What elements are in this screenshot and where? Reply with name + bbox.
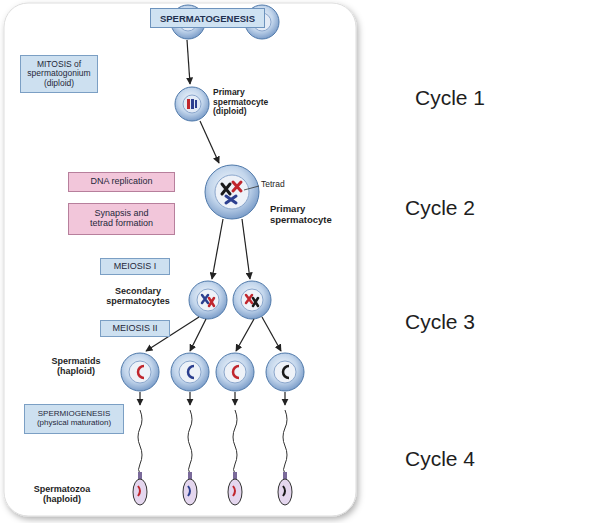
cell-label: Primary spermatocyte (diploid) — [213, 88, 279, 117]
chromosome — [202, 295, 208, 303]
chromosome — [188, 366, 194, 378]
box-text: SPERMIOGENESIS (physical maturation) — [27, 410, 121, 428]
chromosome — [253, 298, 258, 306]
tail — [283, 410, 287, 474]
tail — [188, 410, 192, 474]
secondary-spermatocyte-cell — [189, 281, 227, 319]
nucleus — [179, 361, 201, 383]
sperm-head — [133, 479, 147, 505]
arrow — [212, 219, 223, 279]
arrow — [139, 392, 140, 405]
cycle-label: Cycle 4 — [405, 447, 475, 471]
process-box: MEIOSIS I — [100, 258, 170, 275]
chromosome — [187, 99, 190, 109]
sperm-head — [278, 479, 292, 505]
chromosome — [138, 366, 144, 378]
cell-membrane — [266, 353, 304, 391]
leader-line — [244, 186, 259, 190]
nucleus — [224, 361, 246, 383]
nucleus — [197, 289, 219, 311]
cell-membrane — [233, 281, 271, 319]
box-text: MITOSIS of spermatogonium (diploid) — [23, 60, 95, 88]
cell-label: Tetrad — [261, 180, 285, 190]
chromosome — [138, 486, 140, 496]
chromosome — [222, 184, 230, 194]
cycle-label: Cycle 2 — [405, 196, 475, 220]
nucleus — [129, 361, 151, 383]
tail — [233, 410, 237, 474]
arrow — [236, 319, 254, 351]
tetrad-cell — [205, 165, 259, 219]
process-box: MEIOSIS II — [100, 320, 170, 337]
cell-label: Secondary spermatocytes — [98, 286, 178, 306]
cell-membrane — [189, 281, 227, 319]
cell-membrane — [121, 353, 159, 391]
nucleus — [241, 289, 263, 311]
chromosome — [188, 486, 190, 496]
cycle-label: Cycle 3 — [405, 310, 475, 334]
midpiece — [233, 472, 237, 479]
nucleus — [215, 175, 249, 209]
chromosome — [233, 366, 239, 378]
spermatid-cell — [171, 353, 209, 391]
box-text: MEIOSIS II — [112, 324, 157, 334]
arrow — [189, 392, 190, 405]
box-text: DNA replication — [90, 177, 152, 187]
sperm-head — [183, 479, 197, 505]
cell-label: Spermatozoa (haploid) — [22, 484, 102, 504]
nucleus — [183, 95, 201, 113]
nucleus — [274, 361, 296, 383]
spermatid-cell — [121, 353, 159, 391]
cell-membrane — [216, 353, 254, 391]
chromosome — [209, 298, 214, 306]
process-box: DNA replication — [68, 172, 175, 192]
primary-spermatocyte-cell — [175, 87, 209, 121]
sperm-head — [228, 479, 242, 505]
midpiece — [188, 472, 192, 479]
process-box: MITOSIS of spermatogonium (diploid) — [20, 55, 98, 93]
cell-label: Spermatids (haploid) — [40, 356, 112, 376]
tail — [138, 410, 142, 474]
cell-membrane — [171, 353, 209, 391]
chromosome — [283, 366, 289, 378]
spermatozoon — [228, 410, 242, 505]
midpiece — [283, 472, 287, 479]
process-box: Synapsis and tetrad formation — [68, 203, 175, 235]
box-text: MEIOSIS I — [114, 262, 157, 272]
arrow — [242, 219, 250, 279]
chromosome — [233, 486, 235, 496]
arrow — [200, 121, 219, 163]
chromosome — [226, 196, 236, 203]
spermatozoon — [183, 410, 197, 505]
spermatozoon — [133, 410, 147, 505]
secondary-spermatocyte-cell — [233, 281, 271, 319]
panel — [4, 3, 356, 516]
spermatid-cell — [266, 353, 304, 391]
title-box: SPERMATOGENESIS — [150, 8, 265, 28]
chromosome — [283, 486, 285, 496]
arrow — [190, 319, 206, 351]
chromosome — [246, 295, 252, 303]
midpiece — [138, 472, 142, 479]
cell-membrane — [175, 87, 209, 121]
chromosome — [233, 182, 241, 191]
cell-membrane — [205, 165, 259, 219]
arrow — [187, 40, 190, 84]
cycle-label: Cycle 1 — [415, 86, 485, 110]
title-text: SPERMATOGENESIS — [160, 13, 255, 24]
arrow — [284, 392, 285, 405]
spermatid-cell — [216, 353, 254, 391]
chromosome — [191, 99, 194, 109]
cell-label: Primary spermatocyte — [270, 204, 340, 225]
arrow — [234, 392, 235, 405]
box-text: Synapsis and tetrad formation — [83, 209, 160, 229]
process-box: SPERMIOGENESIS (physical maturation) — [24, 404, 124, 434]
chromosome — [195, 100, 197, 108]
arrow — [262, 317, 281, 351]
spermatozoon — [278, 410, 292, 505]
